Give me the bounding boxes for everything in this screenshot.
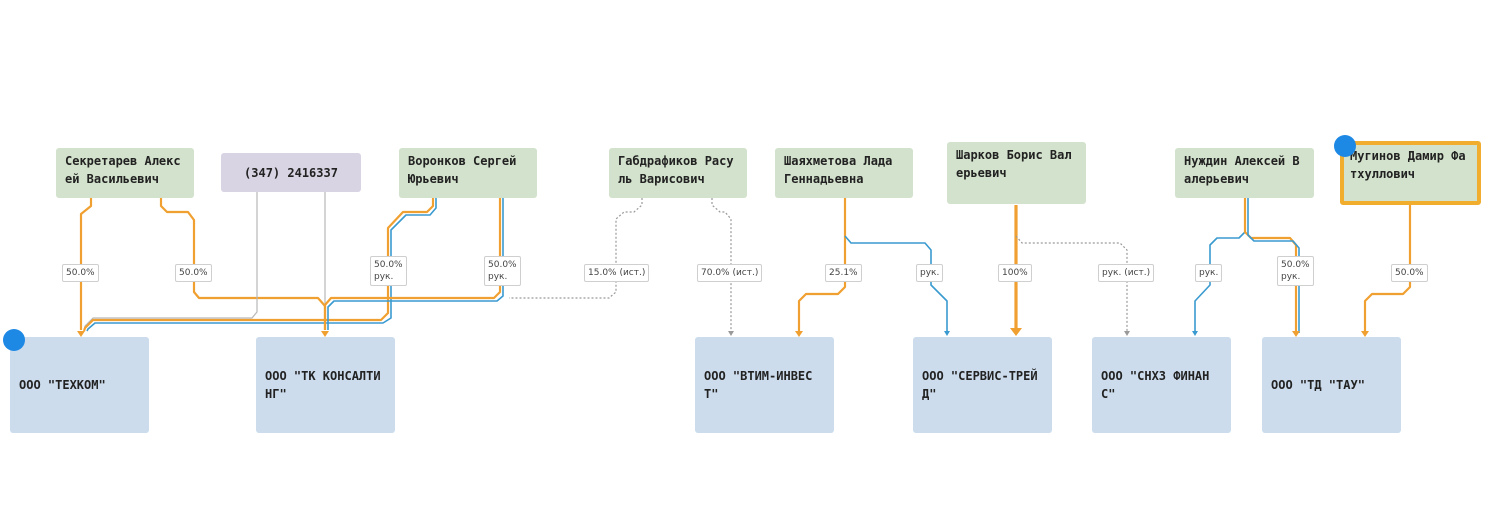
edge-label-nuzhdin-td: 50.0% рук. bbox=[1277, 256, 1314, 286]
edge-label-voronkov-tk: 50.0% рук. bbox=[484, 256, 521, 286]
node-person-muginov[interactable]: Мугинов Дамир Фатхуллович bbox=[1340, 141, 1481, 205]
node-person-shayakhmetova[interactable]: Шаяхметова Лада Геннадьевна bbox=[775, 148, 913, 198]
edge-label-shayakhmetova-servis: рук. bbox=[916, 264, 944, 282]
edge-sharkov-snkhz-finans bbox=[1015, 235, 1128, 333]
edge-label-muginov-td: 50.0% bbox=[1391, 264, 1428, 282]
node-company-snkhz-finans[interactable]: ООО "СНХЗ ФИНАНС" bbox=[1092, 337, 1231, 433]
edge-label-sharkov-servis: 100% bbox=[998, 264, 1032, 282]
node-company-servis-treid[interactable]: ООО "СЕРВИС-ТРЕЙД" bbox=[913, 337, 1052, 433]
edge-nuzhdin-snkhz-finans bbox=[1194, 231, 1246, 333]
edge-label-gabdrafikov-vtim: 70.0% (ист.) bbox=[697, 264, 763, 282]
node-company-tk-konsalting[interactable]: ООО "ТК КОНСАЛТИНГ" bbox=[256, 337, 395, 433]
edge-label-gabdrafikov-tk: 15.0% (ист.) bbox=[584, 264, 650, 282]
node-person-sharkov[interactable]: Шарков Борис Валерьевич bbox=[947, 142, 1086, 204]
edge-gabdrafikov-vtim-invest bbox=[711, 198, 732, 333]
node-phone[interactable]: (347) 2416337 bbox=[221, 153, 361, 192]
node-company-td-tau[interactable]: ООО "ТД "ТАУ" bbox=[1262, 337, 1401, 433]
edge-label-shayakhmetova-vtim: 25.1% bbox=[825, 264, 862, 282]
node-company-vtim-invest[interactable]: ООО "ВТИМ-ИНВЕСТ" bbox=[695, 337, 834, 433]
node-person-gabdrafikov[interactable]: Габдрафиков Расуль Варисович bbox=[609, 148, 747, 198]
node-person-sekretarev[interactable]: Секретарев Алексей Васильевич bbox=[56, 148, 194, 198]
edge-label-sekretarev-tekhkom: 50.0% bbox=[62, 264, 99, 282]
edge-shayakhmetova-servis-treid bbox=[844, 235, 948, 333]
edge-label-voronkov-mgmt: 50.0% рук. bbox=[370, 256, 407, 286]
edge-label-nuzhdin-snkhz: рук. bbox=[1195, 264, 1223, 282]
arrowheads bbox=[77, 328, 1369, 337]
edge-sekretarev-tk-konsalting bbox=[159, 198, 327, 330]
node-person-nuzhdin[interactable]: Нуждин Алексей Валерьевич bbox=[1175, 148, 1314, 198]
edge-voronkov-tk-konsalting bbox=[323, 198, 504, 330]
node-person-voronkov[interactable]: Воронков Сергей Юрьевич bbox=[399, 148, 537, 198]
edge-gabdrafikov-tk-konsalting bbox=[509, 198, 643, 299]
root-marker-tekhkom bbox=[3, 329, 25, 351]
node-company-tekhkom[interactable]: ООО "ТЕХКОМ" bbox=[10, 337, 149, 433]
edge-label-sekretarev-tk: 50.0% bbox=[175, 264, 212, 282]
edge-label-sharkov-snkhz: рук. (ист.) bbox=[1098, 264, 1155, 282]
root-marker-muginov bbox=[1334, 135, 1356, 157]
